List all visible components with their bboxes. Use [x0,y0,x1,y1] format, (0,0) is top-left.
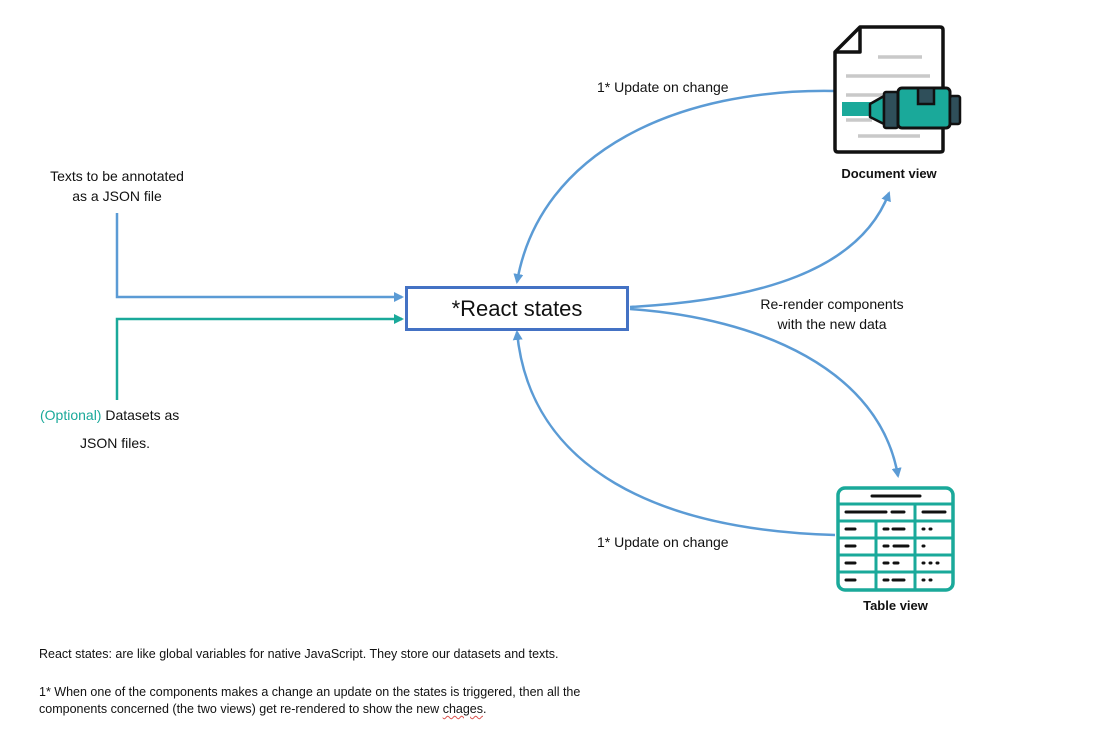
document-view-label: Document view [841,166,937,181]
rerender-label: Re-render components with the new data [752,294,912,334]
optional-tag: (Optional) [40,407,102,423]
datasets-input-arrow [115,314,404,400]
footnote-line2: components concerned (the two views) get… [39,701,486,718]
document-highlighter-icon [833,25,962,154]
texts-input-label: Texts to be annotated as a JSON file [22,166,212,206]
rerender-document-arrow [629,191,891,309]
texts-input-line2: as a JSON file [72,188,162,204]
react-states-box: *React states [405,286,629,331]
update-on-change-top-label: 1* Update on change [597,79,729,95]
rerender-table-arrow [629,307,902,478]
document-update-arrow [513,89,836,284]
datasets-input-label: (Optional) Datasets as [40,405,179,425]
footnote-line1: 1* When one of the components makes a ch… [39,685,581,699]
table-update-arrow [512,330,836,537]
rerender-line2: with the new data [777,316,887,332]
react-states-definition: React states: are like global variables … [39,647,559,661]
footnote-line2-start: components concerned (the two views) get… [39,702,443,716]
table-icon [836,486,955,592]
footnote-line2-end: . [483,702,487,716]
table-view-label: Table view [863,598,928,613]
datasets-input-line2: JSON files. [80,435,151,451]
react-states-label: *React states [451,295,583,321]
footnote-misspelled-word: chages [442,702,483,716]
rerender-line1: Re-render components [760,296,904,312]
texts-input-line1: Texts to be annotated [50,168,184,184]
update-on-change-bottom-label: 1* Update on change [597,534,729,550]
datasets-input-line1: Datasets as [101,407,180,423]
texts-input-arrow [115,213,404,302]
